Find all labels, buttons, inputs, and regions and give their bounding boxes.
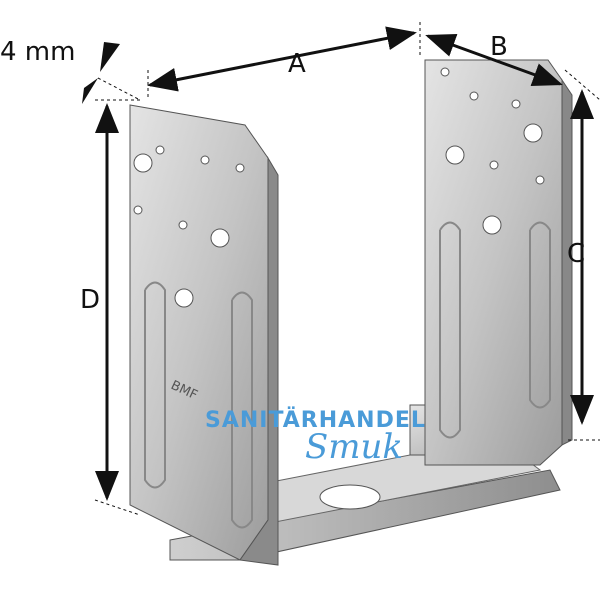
dimension-c-label: C (567, 239, 585, 269)
dimension-d-label: D (80, 285, 100, 315)
dimension-b-label: B (490, 32, 508, 62)
base-hole (319, 484, 381, 510)
left-plate: BMF (129, 104, 279, 566)
thickness-label: 4 mm (0, 37, 75, 67)
watermark-line1: SANITÄRHANDEL (205, 407, 426, 433)
dimension-b-line (425, 33, 563, 87)
left-plate-holes (133, 145, 245, 308)
dimension-a-line (147, 26, 417, 92)
thickness-indicator (82, 42, 141, 104)
watermark-line2: Smuk (305, 427, 403, 467)
right-plate (424, 59, 573, 466)
dimension-a-label: A (288, 49, 306, 79)
watermark: SANITÄRHANDEL Smuk (205, 407, 426, 467)
